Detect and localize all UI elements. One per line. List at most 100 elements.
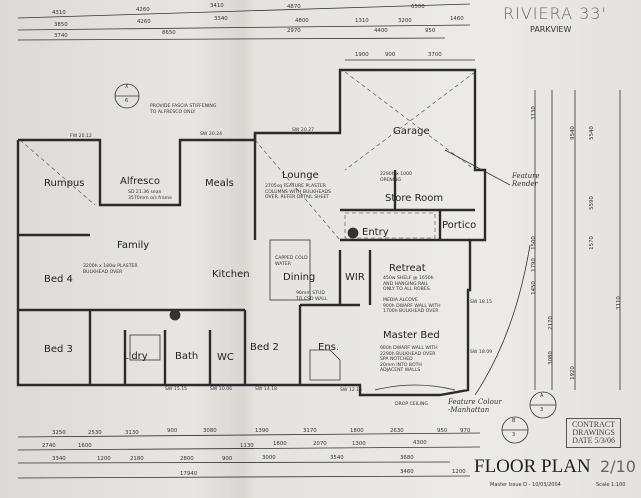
dim-bottom: 2070: [313, 441, 327, 447]
room-dining: Dining: [283, 272, 316, 283]
dim-top: 6500: [411, 4, 425, 10]
section-marker-x-sheet: 6: [125, 98, 129, 104]
dim-bottom: 1800: [350, 428, 364, 434]
dim-top: 4400: [374, 28, 388, 34]
section-marker-a-sheet: 3: [540, 407, 544, 413]
note-stud: 90mm STUD TO CSD WALL: [296, 291, 328, 302]
dim-bottom: 900: [167, 428, 178, 434]
dim-right: 5590: [588, 196, 595, 210]
dim-top: 1460: [450, 16, 464, 22]
note-opening: 2290h x 1000 OPENING: [380, 172, 412, 183]
note-bulkhead: 3200h x 180w PLASTER BULKHEAD OVER: [83, 264, 138, 275]
room-retreat: Retreat: [389, 263, 426, 274]
dim-right: 3110: [615, 296, 622, 310]
dim-top: 900: [385, 52, 396, 58]
room-lounge: Lounge: [282, 170, 319, 181]
dim-top: 4260: [136, 7, 150, 13]
section-marker-a-letter: A: [540, 393, 544, 399]
plan-title: FLOOR PLAN: [474, 456, 591, 477]
room-wir: WIR: [345, 272, 365, 283]
dim-right: 3080: [547, 351, 554, 365]
dim-top: 4800: [295, 18, 309, 24]
dim-bottom: 3680: [400, 455, 414, 461]
annotation-feature-colour: Feature Colour -Manhattan: [448, 398, 502, 414]
stamp-line-2: DRAWINGS: [572, 428, 615, 437]
dim-top: 950: [425, 28, 436, 34]
dim-bottom: 970: [460, 428, 471, 434]
dim-top: 3340: [214, 16, 228, 22]
contract-drawings-stamp: CONTRACT DRAWINGS DATE 5/3/06: [566, 418, 622, 448]
room-entry: Entry: [362, 227, 389, 238]
note-drop-ceiling: DROP CEILING: [395, 402, 428, 407]
dim-bottom: 3340: [52, 456, 66, 462]
note-fw: FW 20.12: [70, 134, 92, 139]
dim-bottom: 3000: [262, 455, 276, 461]
room-kitchen: Kitchen: [212, 269, 250, 280]
dim-bottom: 1200: [452, 469, 466, 475]
dim-bottom: 3250: [52, 430, 66, 436]
dim-bottom: 3540: [330, 455, 344, 461]
dim-bottom: 3130: [125, 430, 139, 436]
note-sw-1: SW 20.24: [200, 132, 223, 137]
dim-right: 1790: [530, 258, 537, 272]
dim-bottom: 2180: [130, 456, 144, 462]
note-sw-4: SW 12.15: [340, 388, 363, 393]
issue-info: Master Issue D - 10/03/2004: [490, 482, 561, 488]
dim-right: 1500: [530, 236, 537, 250]
room-master-bed: Master Bed: [383, 330, 440, 341]
dim-bottom: 1130: [240, 443, 254, 449]
note-fascia: PROVIDE FASCIA STIFFENING TO ALFRESCO ON…: [150, 104, 217, 115]
room-garage: Garage: [393, 126, 430, 137]
room-bed-3: Bed 3: [44, 344, 73, 355]
dim-bottom: 3460: [400, 469, 414, 475]
dim-bottom: 1390: [255, 428, 269, 434]
room-alfresco: Alfresco: [120, 176, 161, 187]
room-family: Family: [117, 240, 150, 251]
dim-right: 1920: [569, 366, 576, 380]
annotation-feature-render: Feature Render: [512, 172, 540, 188]
dim-bottom: 17940: [180, 471, 198, 477]
dim-top: 4310: [52, 10, 66, 16]
note-capped-water: CAPPED COLD WATER: [275, 256, 308, 267]
dim-top: 3850: [54, 22, 68, 28]
note-sw-6: SW 15.15: [165, 387, 188, 392]
dim-bottom: 4300: [413, 440, 427, 446]
dim-top: 3700: [428, 52, 442, 58]
room-rumpus: Rumpus: [44, 178, 85, 189]
note-sw-3: SW 14.18: [255, 387, 278, 392]
room-laundry: L'dry: [123, 351, 148, 362]
dim-top: 4260: [137, 19, 151, 25]
section-marker-b-sheet: 3: [512, 432, 516, 438]
note-sw-8: SW 18.09: [470, 350, 493, 355]
dim-bottom: 2740: [42, 443, 56, 449]
note-spa: 900h DWARF WALL WITH 2290h BULKHEAD OVER…: [380, 346, 438, 374]
dim-right: 9540: [569, 126, 576, 140]
room-store: Store Room: [385, 193, 444, 204]
dim-bottom: 950: [437, 428, 448, 434]
room-ensuite: Ens.: [318, 342, 340, 353]
dim-bottom: 3170: [303, 428, 317, 434]
dim-bottom: 1300: [352, 441, 366, 447]
dim-right: 2170: [547, 316, 554, 330]
room-meals: Meals: [205, 178, 234, 189]
dim-top: 1900: [355, 52, 369, 58]
dim-right: 3130: [530, 106, 537, 120]
room-bath: Bath: [175, 351, 199, 362]
dim-bottom: 2630: [390, 428, 404, 434]
note-sw-2: SW 20.27: [292, 128, 315, 133]
dim-bottom: 1600: [78, 443, 92, 449]
section-marker-x-letter: X: [125, 84, 129, 90]
stamp-line-1: CONTRACT: [572, 420, 616, 429]
dim-right: 1450: [530, 281, 537, 295]
stamp-date: DATE 5/3/06: [572, 436, 615, 445]
dim-top: 2970: [287, 28, 301, 34]
note-alfresco-sd: SD 21.36 sean 3570mm o/s frame: [128, 190, 172, 201]
room-portico: Portico: [442, 220, 477, 231]
dim-top: 3410: [210, 3, 224, 9]
sheet-number: 2/10: [600, 457, 636, 476]
dim-top: 3200: [398, 18, 412, 24]
dim-top: 8650: [162, 30, 176, 36]
note-lounge-columns: 2705sq FEATURE PLASTER COLUMNS WITH BULK…: [265, 184, 331, 201]
dim-bottom: 2530: [88, 430, 102, 436]
